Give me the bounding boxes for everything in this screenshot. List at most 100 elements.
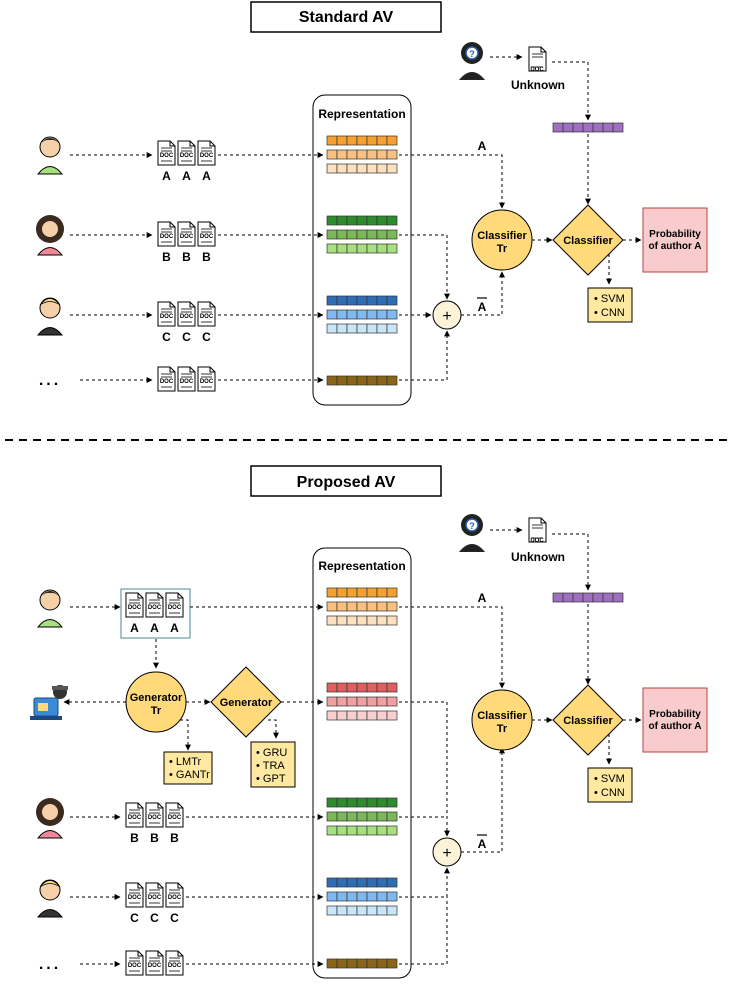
author-c-icon: [36, 297, 64, 336]
author-letter: C: [170, 911, 179, 925]
doc-icon: DOC A: [197, 140, 216, 183]
proposed-author-b-icon: [36, 798, 64, 839]
doc-text: DOC: [148, 895, 162, 901]
orange-vector-1: [326, 587, 398, 598]
orange-vector-3: [326, 615, 398, 626]
generator-label: Generator: [220, 697, 273, 709]
blue-vector-2: [326, 891, 398, 902]
doc-text: DOC: [168, 895, 182, 901]
standard-a-label: A: [478, 139, 487, 153]
doc-text: DOC: [148, 963, 162, 969]
doc-icon: DOC: [165, 950, 184, 976]
doc-icon: DOC: [197, 366, 216, 392]
standard-classifier-options: [587, 287, 633, 323]
proposed-vectors-blue: [326, 877, 398, 916]
doc-text: DOC: [200, 314, 214, 320]
standard-vectors-blue: [326, 295, 398, 334]
red-vector-2: [326, 696, 398, 707]
proposed-unknown-user-icon: ?: [459, 514, 485, 552]
proposed-a-label: A: [478, 591, 487, 605]
author-letter: C: [182, 330, 191, 344]
standard-classifier-tr-line1: Classifier: [477, 230, 527, 242]
author-letter: A: [202, 169, 211, 183]
doc-text: DOC: [200, 379, 214, 385]
doc-text: DOC: [160, 314, 174, 320]
doc-icon: DOC C: [197, 301, 216, 344]
proposed-classifier: [552, 684, 624, 756]
generator-tr-options: [163, 751, 213, 785]
option-lmtr: • LMTr: [169, 756, 202, 768]
doc-text: DOC: [160, 379, 174, 385]
standard-abar-label: A: [478, 300, 487, 314]
unknown-doc-icon: DOC: [528, 46, 547, 73]
doc-icon: DOC: [177, 366, 196, 392]
option-gru: • GRU: [256, 747, 287, 759]
green-vector-3: [326, 243, 398, 254]
standard-probability-box: [642, 207, 708, 273]
proposed-representation-box: [312, 547, 412, 979]
doc-text: DOC: [148, 605, 162, 611]
proposed-other-author-docs: DOC DOC DOC: [125, 950, 184, 976]
author-letter: A: [170, 621, 179, 635]
unknown-doc-text: DOC: [530, 67, 544, 73]
standard-representation-label: Representation: [318, 107, 405, 121]
author-letter: C: [202, 330, 211, 344]
author-letter: A: [130, 621, 139, 635]
doc-text: DOC: [128, 605, 142, 611]
standard-title: Standard AV: [299, 9, 394, 26]
author-letter: C: [162, 330, 171, 344]
doc-text: DOC: [128, 963, 142, 969]
proposed-section: Proposed AV Representation ? DOC Unknown…: [30, 465, 708, 979]
proposed-classifier-tr-line2: Tr: [497, 723, 508, 735]
generator-tr-line1: Generator: [130, 692, 183, 704]
option-gpt: • GPT: [256, 773, 286, 785]
green-vector-1: [326, 797, 398, 808]
proposed-unknown-vector: [552, 592, 624, 603]
generator-tr-line2: Tr: [151, 705, 162, 717]
author-letter: A: [162, 169, 171, 183]
author-letter: A: [150, 621, 159, 635]
proposed-classifier-label: Classifier: [563, 715, 613, 727]
unknown-vector: [552, 122, 624, 133]
standard-unknown-vector: [552, 122, 624, 133]
doc-text: DOC: [200, 153, 214, 159]
standard-plus-text: +: [442, 308, 451, 325]
blue-vector-3: [326, 323, 398, 334]
proposed-title: Proposed AV: [297, 474, 396, 491]
blue-vector-3: [326, 905, 398, 916]
proposed-unknown-label: Unknown: [511, 550, 565, 564]
standard-unknown-label: Unknown: [511, 78, 565, 92]
doc-text: DOC: [160, 234, 174, 240]
author-letter: A: [182, 169, 191, 183]
doc-text: DOC: [128, 815, 142, 821]
standard-classifier: [552, 204, 624, 276]
green-vector-2: [326, 811, 398, 822]
doc-icon: DOC C: [157, 301, 176, 344]
doc-text: DOC: [180, 234, 194, 240]
doc-text: DOC: [168, 963, 182, 969]
blue-vector-1: [326, 877, 398, 888]
orange-vector-3: [326, 163, 398, 174]
proposed-unknown-doc-icon: DOC: [528, 517, 547, 544]
svg-text:?: ?: [469, 49, 475, 59]
proposed-vector-brown: [326, 958, 398, 969]
proposed-probability-line1: Probability: [649, 709, 701, 720]
author-letter: B: [202, 250, 211, 264]
standard-vectors-orange: [326, 135, 398, 174]
standard-vectors-green: [326, 215, 398, 254]
standard-probability-line1: Probability: [649, 229, 701, 240]
